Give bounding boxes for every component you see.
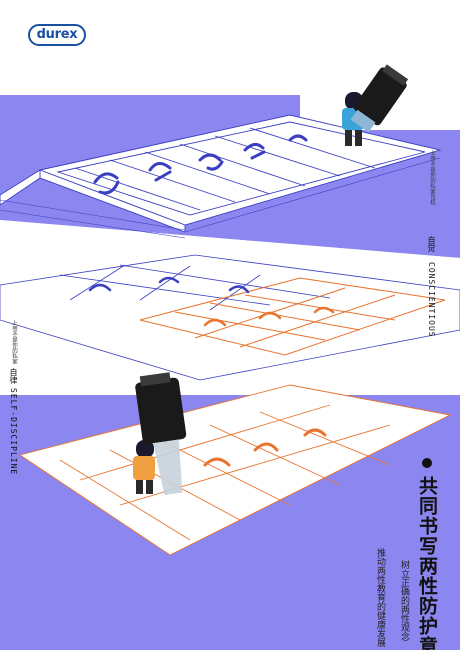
durex-logo: durex <box>28 24 86 46</box>
headline: 共同书写两性防护意识 <box>416 476 438 650</box>
side-label-cn-1: 自觉 <box>427 236 436 252</box>
headline-bullet <box>422 458 432 468</box>
side-label-cn-2: 自律 <box>9 368 18 384</box>
middle-grid <box>0 254 460 381</box>
side-label-small-1: 上帝不是你的私家司机 <box>429 150 435 205</box>
side-label-en-2: SELF-DISCIPLINE <box>9 388 18 476</box>
middle-calligraphy <box>88 276 335 327</box>
subtitle-1: 树立正确的两性观念 <box>399 560 409 641</box>
side-label-small-2: 上帝不是你的私家 <box>11 320 17 364</box>
side-label-en-1: CONSCIENTIOUS <box>427 262 436 338</box>
figure-bottom <box>133 372 187 496</box>
top-grid <box>0 114 442 239</box>
subtitle-2: 推动两性教育的健康发展 <box>375 548 385 647</box>
bottom-calligraphy <box>203 428 327 467</box>
top-calligraphy <box>93 134 308 195</box>
bottom-grid <box>18 384 452 556</box>
figure-top <box>342 64 409 146</box>
